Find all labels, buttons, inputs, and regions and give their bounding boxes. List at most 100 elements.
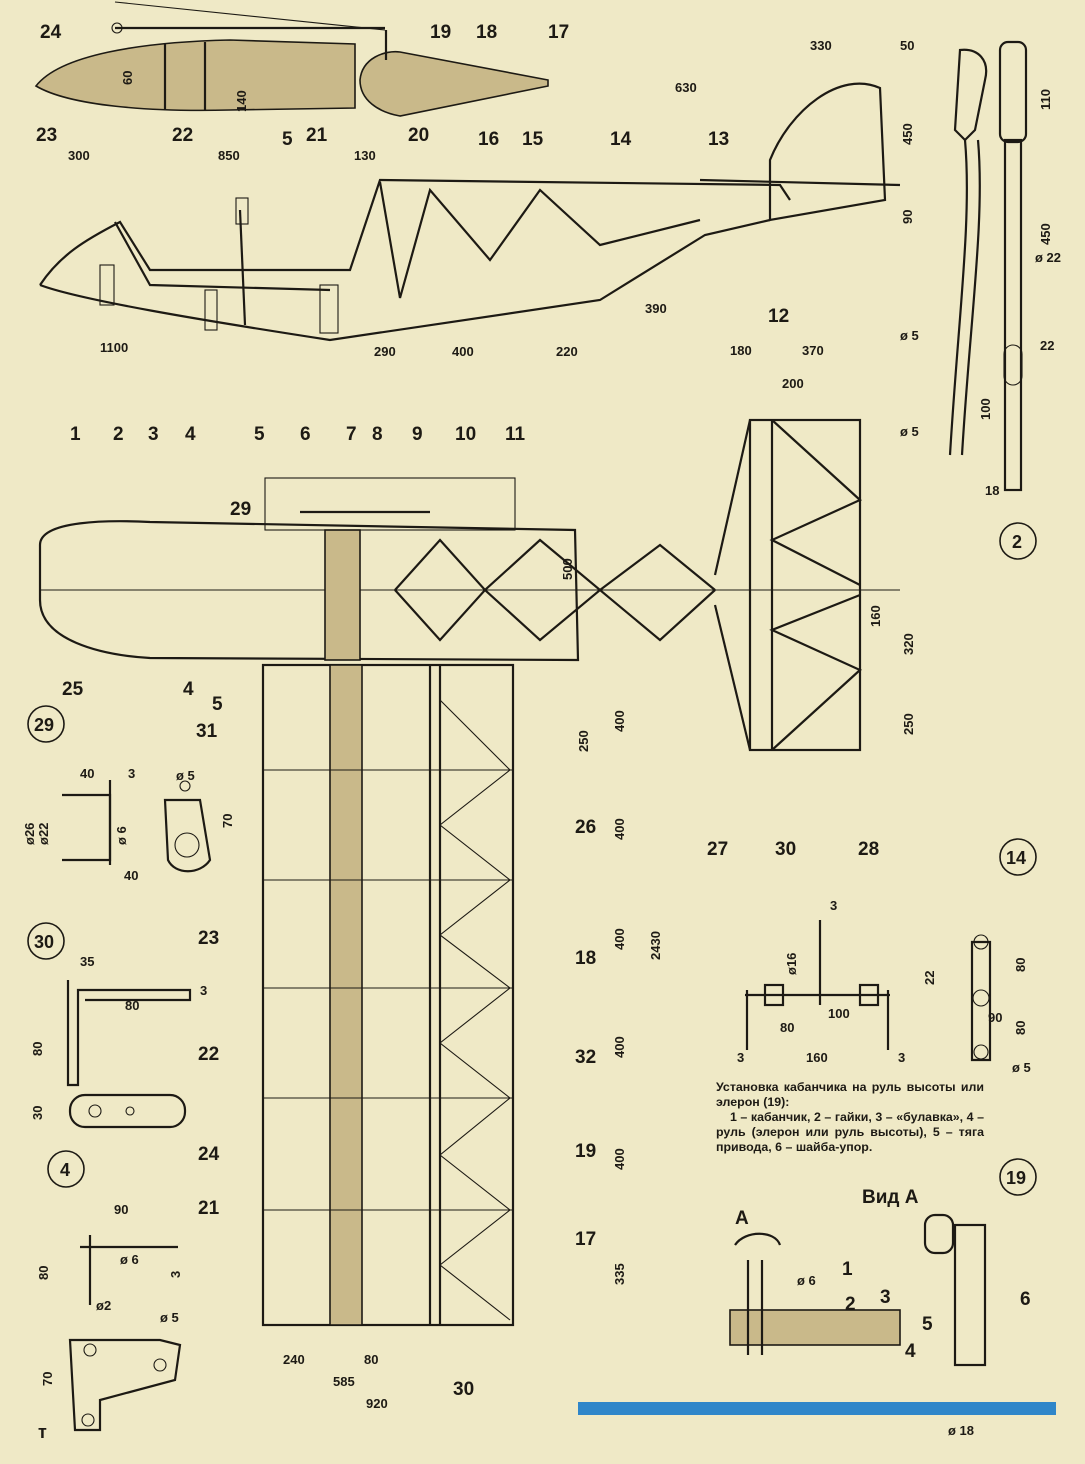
bellcrank-detail-4 — [68, 1235, 182, 1432]
svg-text:ø26: ø26 — [22, 823, 37, 845]
svg-text:50: 50 — [900, 38, 914, 53]
callout-18: 18 — [575, 948, 596, 969]
svg-text:400: 400 — [612, 818, 627, 840]
svg-text:ø 5: ø 5 — [900, 328, 919, 343]
callouts-top: 24 19 18 17 23 22 5 21 20 — [36, 22, 569, 150]
svg-text:ø2: ø2 — [96, 1298, 111, 1313]
svg-text:3: 3 — [737, 1050, 744, 1065]
callout-7: 7 — [346, 424, 357, 445]
svg-text:80: 80 — [364, 1352, 378, 1367]
svg-text:370: 370 — [802, 343, 824, 358]
svg-text:ø 6: ø 6 — [797, 1273, 816, 1288]
control-stick-detail-2 — [948, 40, 1028, 492]
callout-31: 31 — [196, 721, 218, 742]
svg-text:400: 400 — [612, 710, 627, 732]
callout-1: 1 — [70, 424, 81, 445]
callout-inst-6: 6 — [1020, 1289, 1031, 1310]
svg-text:330: 330 — [810, 38, 832, 53]
svg-text:400: 400 — [612, 1036, 627, 1058]
callouts-side: 16 15 14 13 12 1 2 3 4 5 6 7 8 9 10 11 — [70, 129, 789, 445]
callout-13: 13 — [708, 129, 729, 150]
svg-text:40: 40 — [80, 766, 94, 781]
callout-18: 18 — [476, 22, 497, 43]
callout-2: 2 — [113, 424, 124, 445]
svg-text:450: 450 — [900, 123, 915, 145]
svg-text:160: 160 — [868, 605, 883, 627]
detail-2-label: 2 — [1012, 532, 1022, 552]
callout-19: 19 — [575, 1141, 596, 1162]
svg-text:180: 180 — [730, 343, 752, 358]
svg-text:585: 585 — [333, 1374, 355, 1389]
svg-text:ø 5: ø 5 — [176, 768, 195, 783]
svg-text:80: 80 — [780, 1020, 794, 1035]
svg-text:35: 35 — [80, 954, 94, 969]
callout-17: 17 — [575, 1229, 596, 1250]
svg-text:130: 130 — [354, 148, 376, 163]
svg-text:390: 390 — [645, 301, 667, 316]
tailplane-plan-view — [713, 418, 862, 752]
svg-text:ø 18: ø 18 — [948, 1423, 974, 1438]
svg-text:90: 90 — [900, 210, 915, 224]
callout-23: 23 — [36, 125, 57, 146]
svg-text:290: 290 — [374, 344, 396, 359]
svg-text:ø 5: ø 5 — [1012, 1060, 1031, 1075]
svg-text:335: 335 — [612, 1263, 627, 1285]
callout-22: 22 — [172, 125, 193, 146]
svg-text:140: 140 — [234, 90, 249, 112]
svg-text:90: 90 — [988, 1010, 1002, 1025]
dimension-labels: 60 140 300 850 130 330 50 630 450 90 110… — [22, 38, 1061, 1438]
svg-text:320: 320 — [901, 633, 916, 655]
corner-mark: т — [38, 1422, 47, 1442]
svg-text:ø 6: ø 6 — [114, 826, 129, 845]
callout-inst-4: 4 — [905, 1341, 916, 1362]
svg-text:80: 80 — [125, 998, 139, 1013]
svg-text:920: 920 — [366, 1396, 388, 1411]
wing-airfoil-section — [34, 1, 386, 112]
callout-10: 10 — [455, 424, 476, 445]
callout-25: 25 — [62, 679, 84, 700]
svg-text:70: 70 — [220, 814, 235, 828]
svg-text:80: 80 — [30, 1042, 45, 1056]
callout-9: 9 — [412, 424, 423, 445]
svg-text:40: 40 — [124, 868, 138, 883]
blue-accent-bar — [578, 1402, 1056, 1415]
aileron-airfoil-section — [359, 30, 549, 117]
svg-text:400: 400 — [612, 1148, 627, 1170]
callout-inst-2: 2 — [845, 1294, 856, 1315]
svg-text:1100: 1100 — [100, 340, 128, 355]
svg-text:450: 450 — [1038, 223, 1053, 245]
svg-text:22: 22 — [922, 971, 937, 985]
callout-19: 19 — [430, 22, 451, 43]
svg-text:80: 80 — [1013, 1021, 1028, 1035]
callout-21: 21 — [306, 125, 328, 146]
bracket-detail-30 — [66, 980, 192, 1129]
svg-text:3: 3 — [200, 983, 207, 998]
callout-inst-3: 3 — [880, 1287, 891, 1308]
svg-text:ø 5: ø 5 — [900, 424, 919, 439]
callout-6: 6 — [300, 424, 311, 445]
svg-text:630: 630 — [675, 80, 697, 95]
fuselage-plan-view — [38, 477, 900, 662]
callout-26: 26 — [575, 817, 596, 838]
callout-24: 24 — [198, 1144, 220, 1165]
svg-text:3: 3 — [830, 898, 837, 913]
callout-inst-5: 5 — [922, 1314, 933, 1335]
detail-30-label: 30 — [34, 932, 54, 952]
callout-5: 5 — [254, 424, 265, 445]
callout-14: 14 — [610, 129, 632, 150]
callout-29: 29 — [230, 499, 251, 520]
detail-14-label: 14 — [1006, 848, 1026, 868]
installation-caption: Установка кабанчика на руль высоты или э… — [716, 1080, 984, 1155]
bracket-detail-29 — [62, 780, 212, 873]
callout-4: 4 — [185, 424, 196, 445]
callout-11: 11 — [505, 424, 526, 445]
callout-12: 12 — [768, 306, 789, 327]
callout-3: 3 — [148, 424, 159, 445]
svg-text:60: 60 — [120, 71, 135, 85]
svg-text:220: 220 — [556, 344, 578, 359]
callout-8: 8 — [372, 424, 383, 445]
svg-text:22: 22 — [1040, 338, 1054, 353]
callout-21: 21 — [198, 1198, 220, 1219]
